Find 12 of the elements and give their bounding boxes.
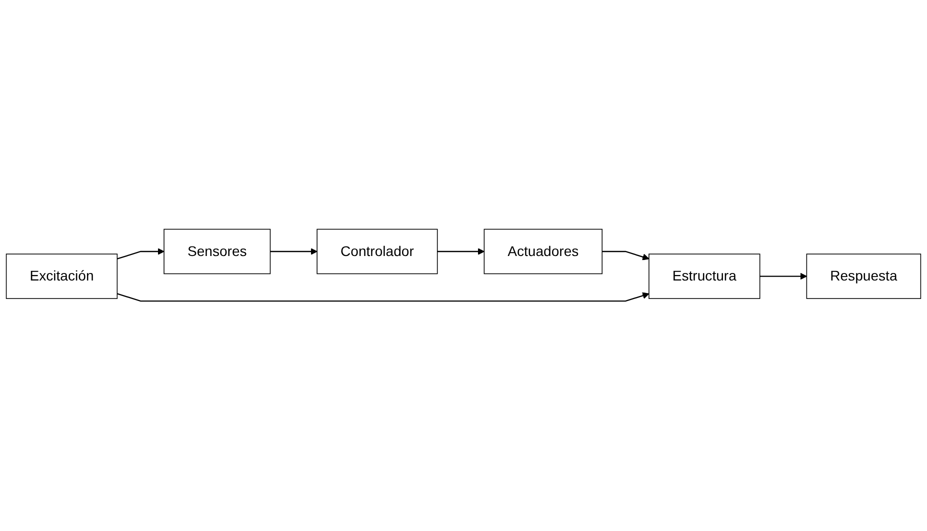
- node-box: Respuesta: [806, 254, 922, 300]
- node-box: Estructura: [648, 254, 760, 300]
- arrow: [437, 248, 484, 256]
- node-box: Sensores: [164, 229, 271, 274]
- arrow: [270, 248, 318, 256]
- node-box: Excitación: [6, 254, 118, 300]
- node-box: Controlador: [316, 229, 438, 274]
- arrow: [760, 273, 807, 280]
- arrow: [602, 251, 650, 261]
- arrow: [117, 248, 164, 260]
- arrow: [117, 292, 650, 302]
- node-box: Actuadores: [484, 229, 602, 274]
